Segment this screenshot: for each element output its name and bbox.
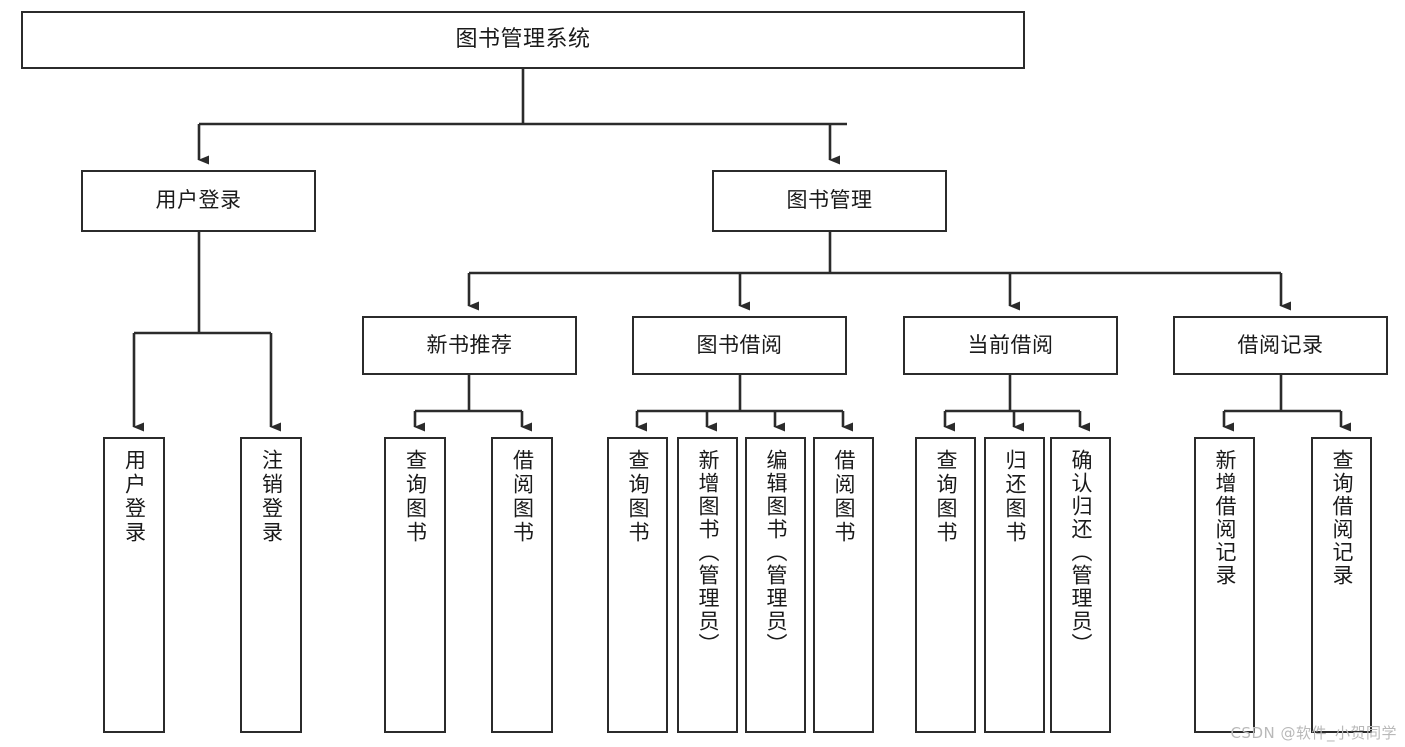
node-label: 归还图书: [1003, 449, 1027, 545]
node-label: 注销登录: [259, 449, 284, 545]
node-label: 确认归还（管理员）: [1069, 449, 1093, 656]
node-leaf-query-books-current[interactable]: 查询图书: [915, 437, 976, 733]
node-label: 图书管理: [786, 188, 873, 213]
node-leaf-borrow-books-recommend[interactable]: 借阅图书: [491, 437, 553, 733]
node-label: 查询图书: [934, 449, 958, 545]
node-label: 编辑图书（管理员）: [764, 449, 788, 656]
node-user-login[interactable]: 用户登录: [81, 170, 316, 232]
node-book-borrow[interactable]: 图书借阅: [632, 316, 847, 375]
node-label: 图书管理系统: [455, 26, 591, 52]
node-leaf-logout[interactable]: 注销登录: [240, 437, 302, 733]
node-label: 查询借阅记录: [1330, 449, 1354, 587]
node-leaf-query-borrow-record[interactable]: 查询借阅记录: [1311, 437, 1372, 733]
node-label: 借阅记录: [1237, 332, 1324, 357]
node-label: 用户登录: [122, 449, 147, 545]
node-leaf-confirm-return-admin[interactable]: 确认归还（管理员）: [1050, 437, 1111, 733]
node-leaf-add-borrow-record[interactable]: 新增借阅记录: [1194, 437, 1255, 733]
watermark-text: CSDN @软件_小贺同学: [1230, 724, 1397, 742]
node-label: 新增借阅记录: [1213, 449, 1237, 587]
node-label: 用户登录: [155, 188, 242, 213]
node-label: 查询图书: [626, 449, 650, 545]
node-current-borrow[interactable]: 当前借阅: [903, 316, 1118, 375]
node-label: 图书借阅: [696, 332, 783, 357]
node-label: 新增图书（管理员）: [696, 449, 720, 656]
node-new-book-recommend[interactable]: 新书推荐: [362, 316, 577, 375]
node-leaf-add-book-admin[interactable]: 新增图书（管理员）: [677, 437, 738, 733]
node-leaf-query-books-recommend[interactable]: 查询图书: [384, 437, 446, 733]
node-leaf-user-login[interactable]: 用户登录: [103, 437, 165, 733]
node-leaf-return-books[interactable]: 归还图书: [984, 437, 1045, 733]
node-root-system[interactable]: 图书管理系统: [21, 11, 1025, 69]
node-label: 新书推荐: [426, 332, 513, 357]
node-label: 借阅图书: [510, 449, 535, 545]
node-borrow-records[interactable]: 借阅记录: [1173, 316, 1388, 375]
node-leaf-query-books-borrow[interactable]: 查询图书: [607, 437, 668, 733]
node-label: 当前借阅: [967, 332, 1054, 357]
node-label: 查询图书: [403, 449, 428, 545]
node-leaf-edit-book-admin[interactable]: 编辑图书（管理员）: [745, 437, 806, 733]
node-book-management[interactable]: 图书管理: [712, 170, 947, 232]
node-leaf-borrow-books[interactable]: 借阅图书: [813, 437, 874, 733]
node-label: 借阅图书: [832, 449, 856, 545]
